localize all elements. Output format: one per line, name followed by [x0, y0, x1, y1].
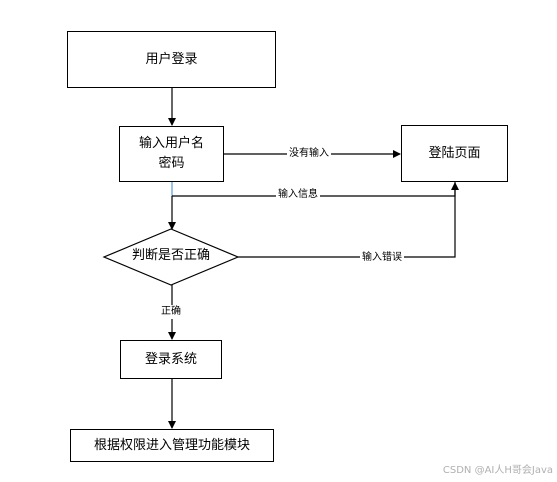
edge-label-input-error: 输入错误 — [360, 251, 404, 265]
edge-label-no-input: 没有输入 — [287, 147, 331, 161]
node-login-page: 登陆页面 — [401, 125, 508, 182]
node-user-login-label: 用户登录 — [145, 51, 198, 67]
node-login-page-label: 登陆页面 — [428, 145, 481, 161]
watermark: CSDN @AI人H哥会Java — [442, 465, 553, 476]
decision-diamond — [102, 228, 240, 286]
edge-label-input-info: 输入信息 — [276, 188, 320, 202]
node-login-system-label: 登录系统 — [144, 351, 197, 367]
node-access-by-permission-label: 根据权限进入管理功能模块 — [93, 437, 250, 453]
edge-label-correct: 正确 — [159, 305, 183, 319]
node-access-by-permission: 根据权限进入管理功能模块 — [70, 429, 274, 462]
node-input-credentials: 输入用户名 密码 — [119, 126, 224, 182]
node-user-login: 用户登录 — [67, 31, 276, 88]
node-login-system: 登录系统 — [120, 340, 222, 379]
decision-label: 判断是否正确 — [131, 248, 210, 263]
edge-decision-error — [238, 182, 459, 258]
node-input-credentials-label: 输入用户名 密码 — [138, 136, 204, 171]
